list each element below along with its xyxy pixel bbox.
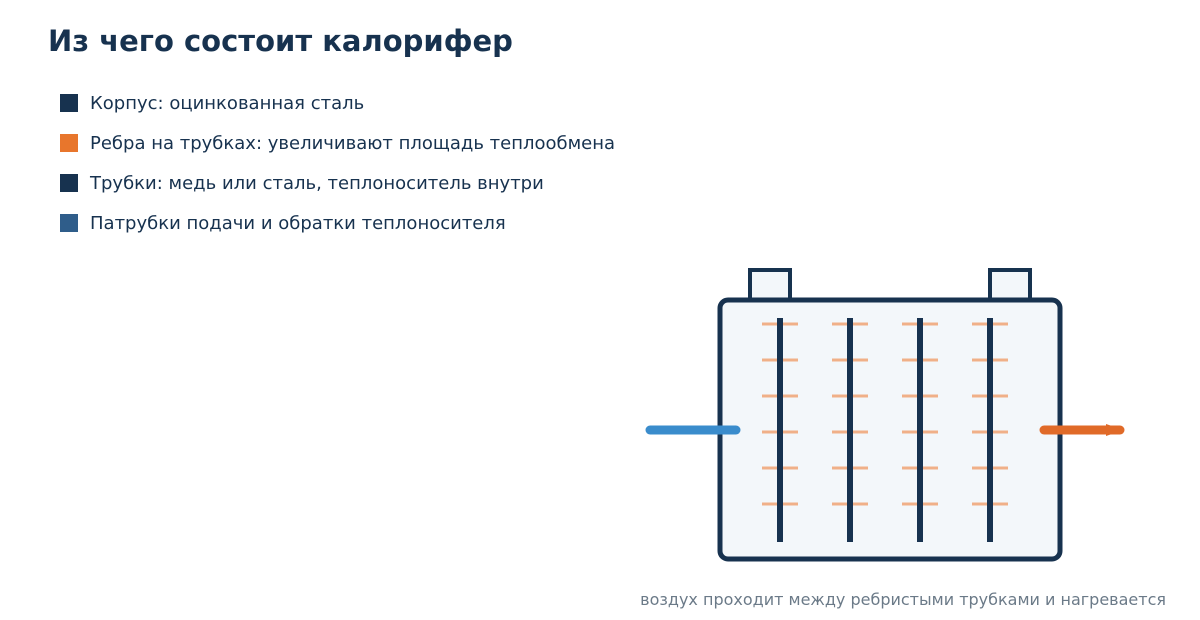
legend-item-housing: Корпус: оцинкованная сталь (60, 90, 615, 116)
page-title: Из чего состоит калорифер (48, 24, 513, 58)
header-box-right (988, 268, 1032, 304)
legend-item-fins: Ребра на трубках: увеличивают площадь те… (60, 130, 615, 156)
heater-body (717, 297, 1063, 562)
legend-label-fins: Ребра на трубках: увеличивают площадь те… (90, 132, 616, 154)
diagram-caption: воздух проходит между ребристыми трубкам… (640, 590, 1166, 609)
legend-swatch-tubes (60, 174, 78, 192)
legend-swatch-housing (60, 94, 78, 112)
legend-item-tubes: Трубки: медь или сталь, теплоноситель вн… (60, 170, 615, 196)
legend-swatch-fins (60, 134, 78, 152)
legend: Корпус: оцинкованная сталь Ребра на труб… (60, 90, 615, 250)
legend-label-housing: Корпус: оцинкованная сталь (90, 92, 365, 114)
legend-swatch-pipes (60, 214, 78, 232)
outlet-arrow-icon (1106, 424, 1124, 436)
header-box-left (748, 268, 792, 304)
legend-label-pipes: Патрубки подачи и обратки теплоносителя (90, 212, 506, 234)
tubes-layer (777, 318, 993, 542)
legend-item-pipes: Патрубки подачи и обратки теплоносителя (60, 210, 615, 236)
legend-label-tubes: Трубки: медь или сталь, теплоноситель вн… (90, 172, 544, 194)
